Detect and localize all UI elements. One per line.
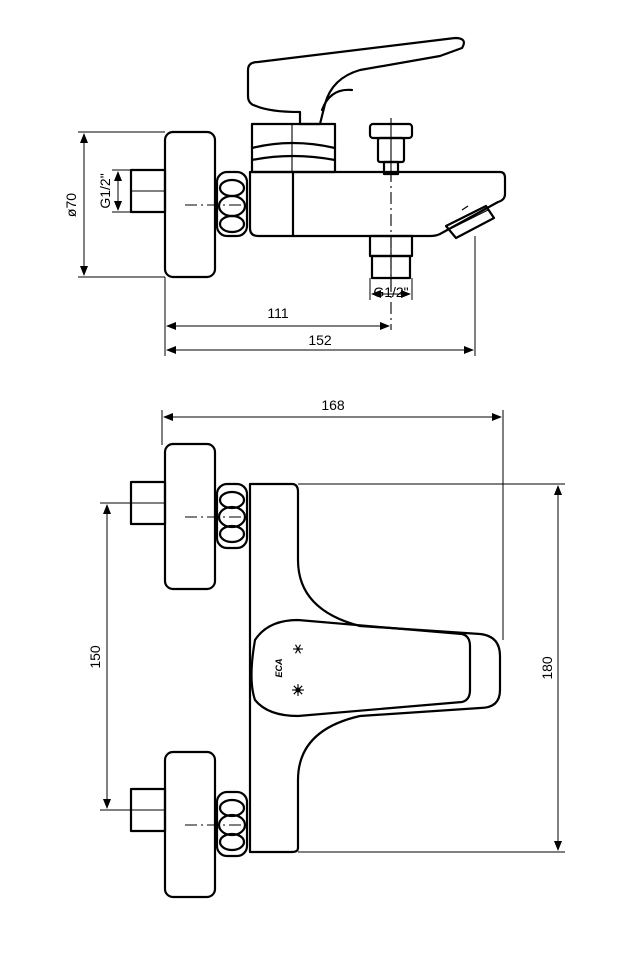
side-cartridge-housing [250,122,337,174]
hot-sun-icon [292,684,304,696]
side-lever-handle [246,36,465,126]
dim-111-label: 111 [267,305,288,321]
dim-thread-left-label: G1/2" [97,173,113,208]
handle-logo: ECA [274,658,284,677]
side-spout-aerator [444,204,496,240]
dim-diameter-label: ø70 [63,193,79,217]
front-upper-connection [129,442,249,591]
dim-168-label: 168 [321,397,345,413]
side-mixer-body [248,170,507,238]
front-lever-handle [250,618,472,718]
cold-snowflake-icon [293,644,303,654]
dim-thread-bottom-label: G1/2" [373,284,408,300]
dim-150-label: 150 [87,645,103,669]
front-mixer-body [248,482,502,854]
side-view: ø70 G1/2" G1/2" 111 152 [63,36,507,356]
dim-152-label: 152 [308,332,332,348]
side-eccentric-nut [215,170,249,238]
front-lower-connection [129,750,249,899]
side-diverter-knob [368,118,414,180]
dim-180-label: 180 [539,656,555,680]
front-view: 168 ECA [87,397,565,899]
